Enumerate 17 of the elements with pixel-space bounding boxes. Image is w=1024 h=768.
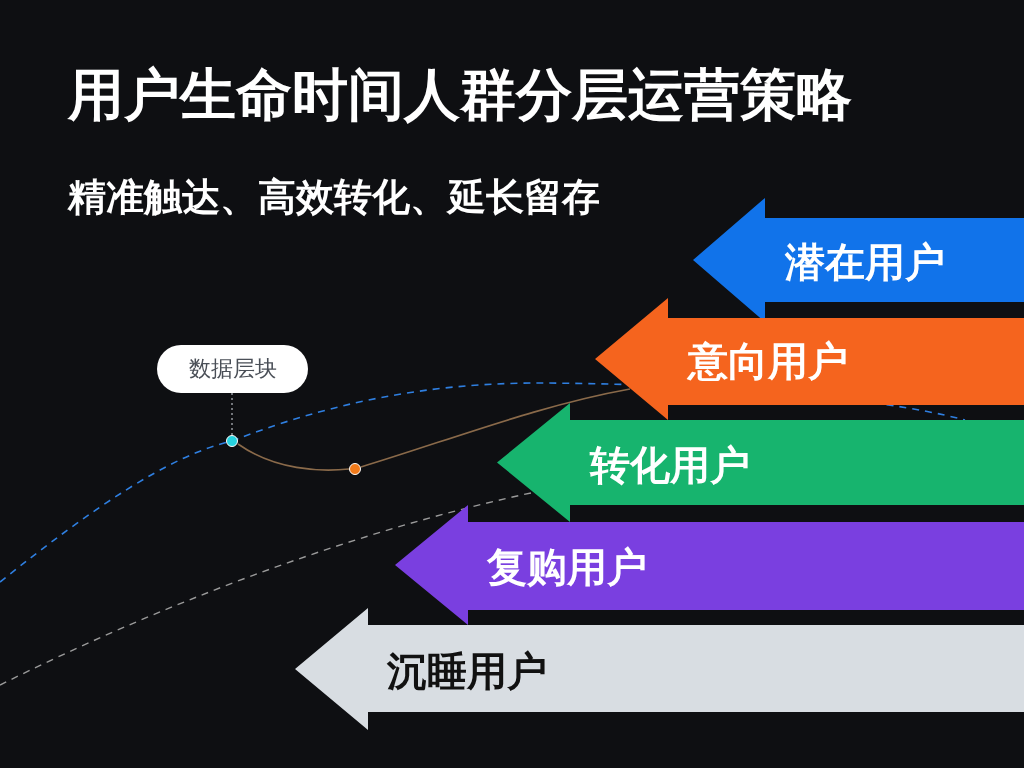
arrow-banner <box>595 298 1024 420</box>
leader-line <box>231 392 233 436</box>
trend-line <box>237 443 350 471</box>
banner-label: 复购用户 <box>487 543 647 592</box>
arrow-banner <box>497 403 1024 522</box>
banner-label: 意向用户 <box>688 337 848 386</box>
callout-label: 数据层块 <box>157 345 308 393</box>
arrow-banner <box>395 505 1024 625</box>
banner-label: 潜在用户 <box>785 238 945 287</box>
data-point <box>226 435 238 447</box>
data-point <box>349 463 361 475</box>
banner-label: 转化用户 <box>590 440 750 490</box>
trend-line <box>360 388 631 468</box>
arrow-banner <box>295 608 1024 730</box>
banner-label: 沉睡用户 <box>387 647 547 696</box>
title: 用户生命时间人群分层运营策略 <box>68 61 852 129</box>
subtitle: 精准触达、高效转化、延长留存 <box>68 174 600 221</box>
